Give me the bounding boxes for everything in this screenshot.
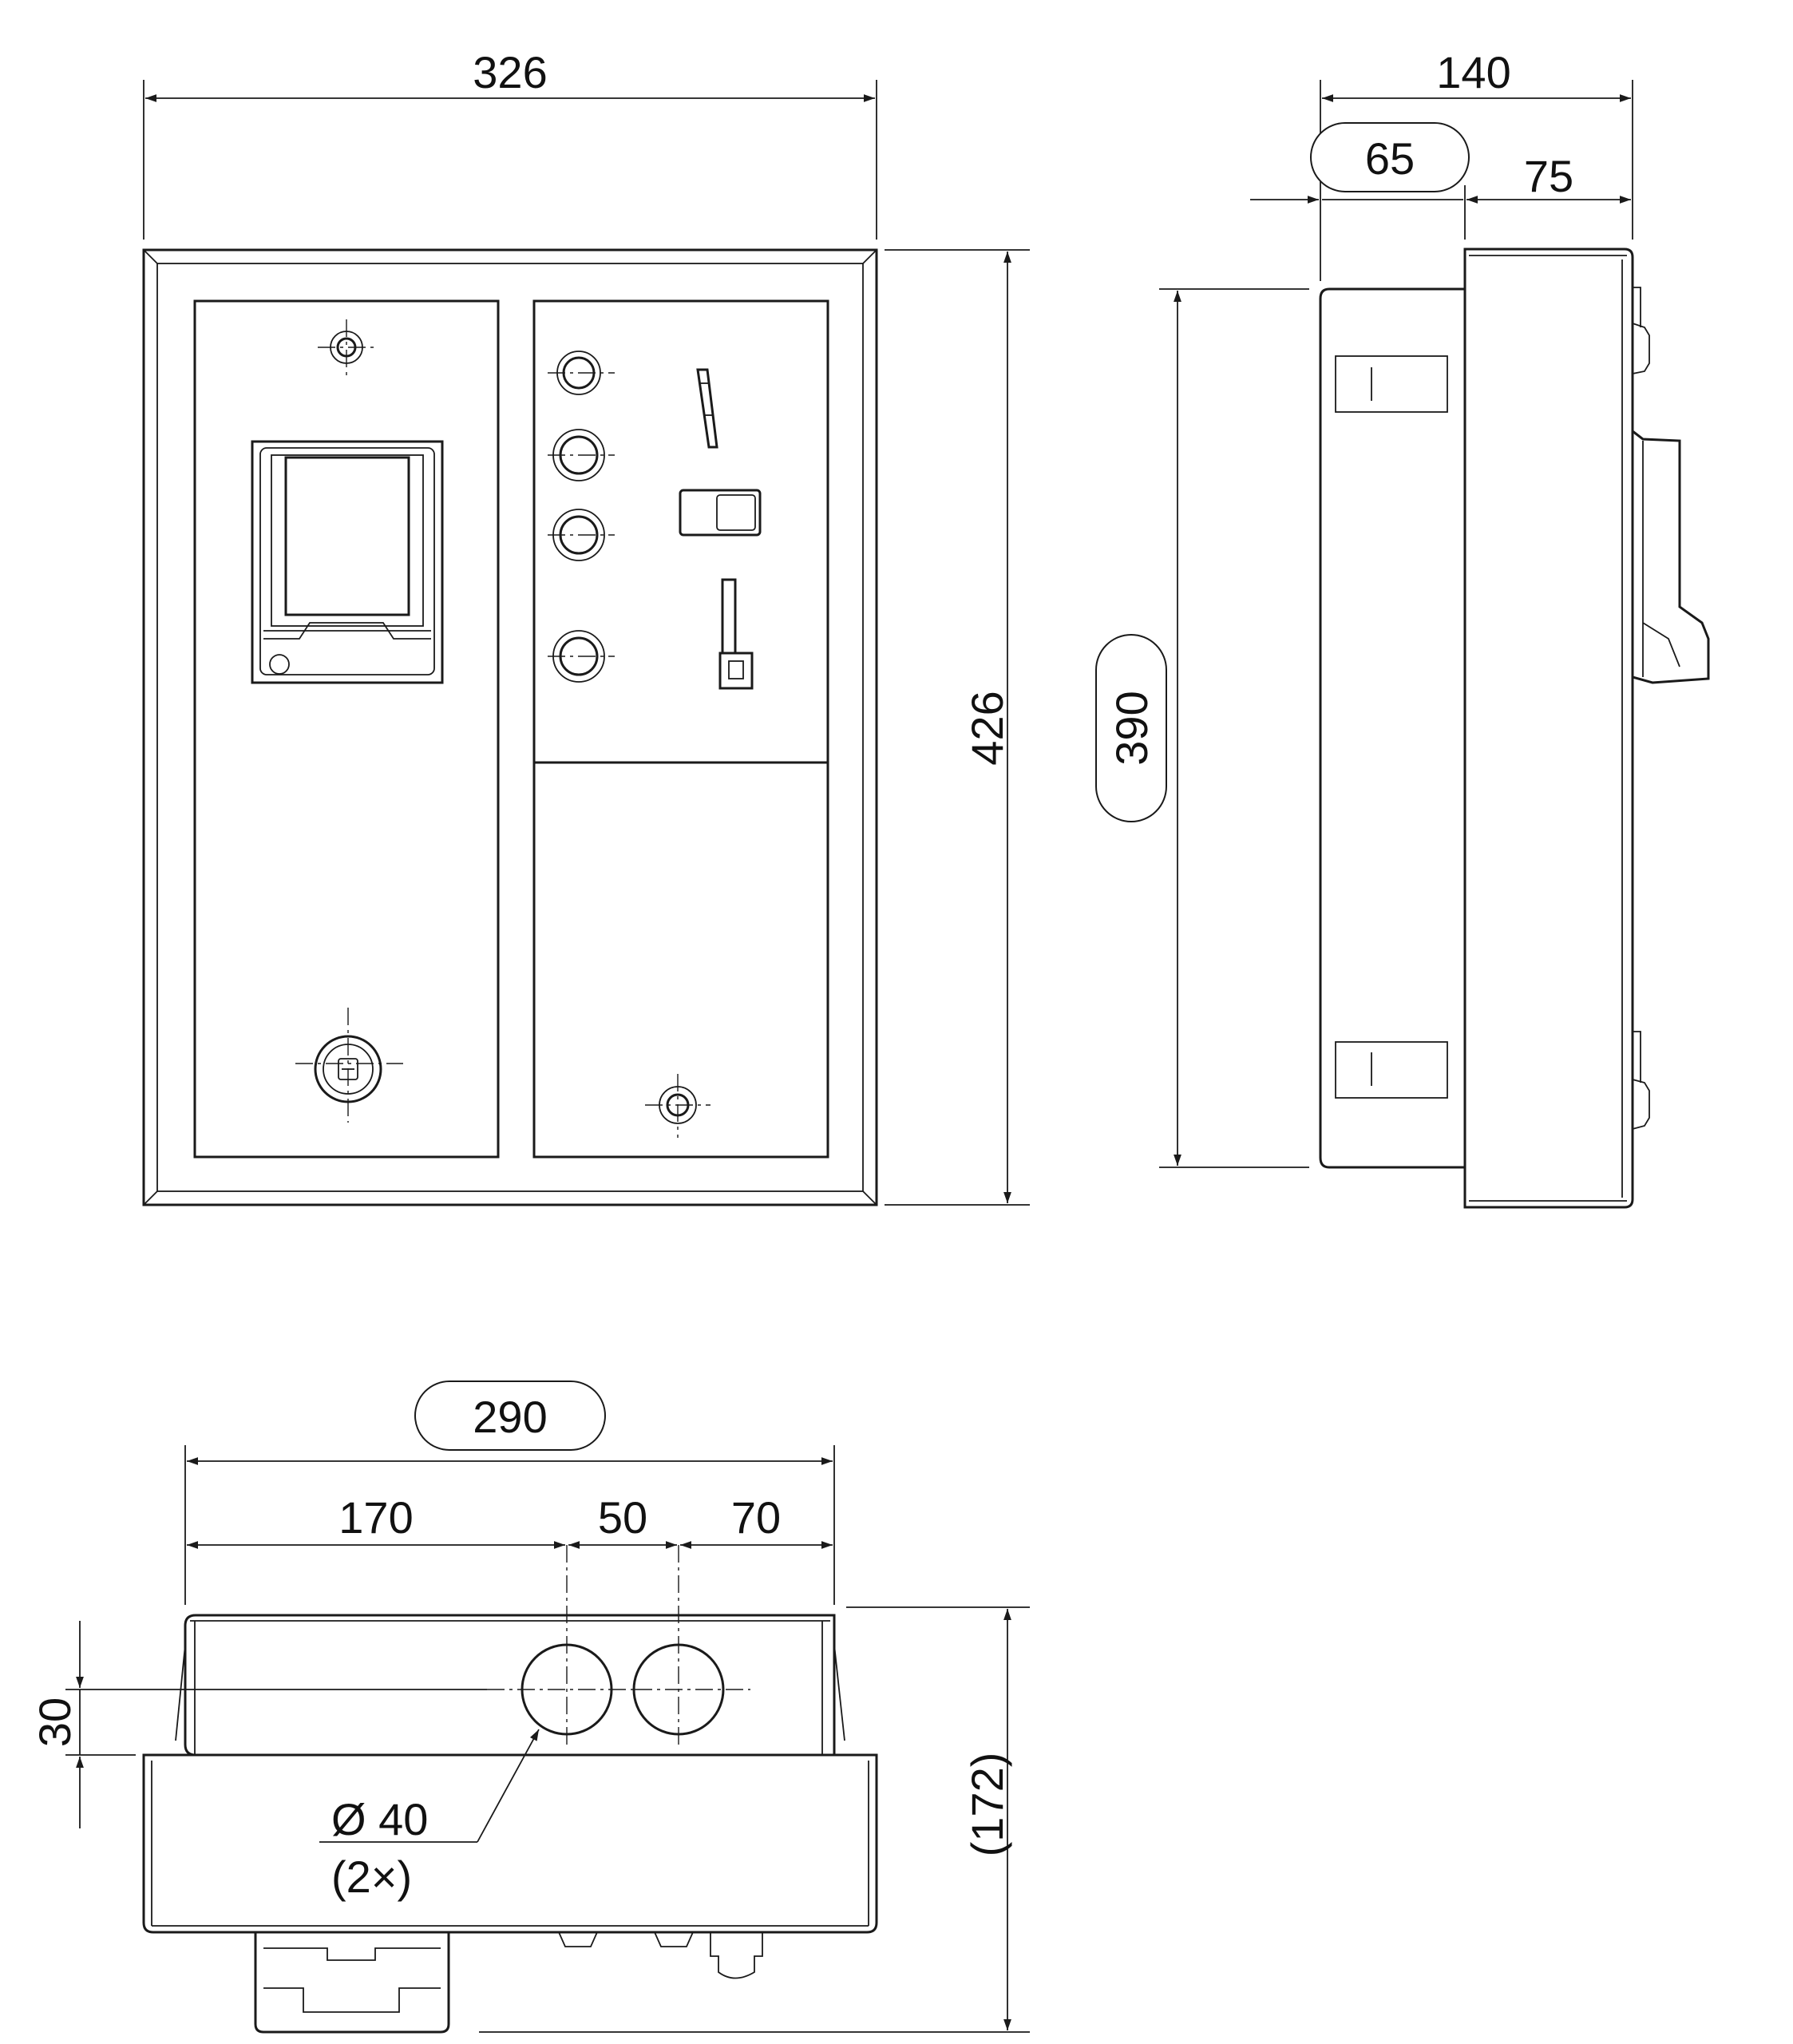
right-lower-panel bbox=[532, 761, 829, 1159]
dim-bottom-seg-3: 70 bbox=[731, 1492, 781, 1543]
meter-window bbox=[251, 440, 444, 684]
indicator-lamp-icon bbox=[548, 351, 615, 395]
dim-bottom-seg-2: 50 bbox=[598, 1492, 647, 1543]
cable-hole-icon bbox=[632, 1643, 750, 1736]
dim-bottom-hole-offset: 30 bbox=[30, 1697, 80, 1747]
side-view: 140 65 75 390 bbox=[1095, 47, 1710, 1209]
indicator-lamp-icon bbox=[548, 509, 615, 561]
dim-side-height: 390 bbox=[1106, 691, 1157, 765]
dim-side-rear-depth: 65 bbox=[1365, 133, 1415, 184]
indicator-lamp-icon bbox=[548, 429, 615, 481]
cable-hole-icon bbox=[487, 1643, 635, 1736]
key-lock-icon bbox=[295, 1008, 403, 1123]
dim-hole-diameter: Ø 40 bbox=[331, 1794, 428, 1844]
front-view: 326 426 bbox=[142, 47, 1030, 1206]
dim-hole-count: (2×) bbox=[331, 1852, 412, 1902]
dim-front-width: 326 bbox=[473, 47, 547, 97]
dim-side-depth: 140 bbox=[1436, 47, 1510, 97]
lever-switch-icon bbox=[718, 578, 754, 690]
dim-side-front-depth: 75 bbox=[1524, 151, 1573, 201]
toggle-switch-icon bbox=[696, 368, 718, 449]
dim-bottom-seg-1: 170 bbox=[338, 1492, 413, 1543]
rocker-switch-icon bbox=[679, 489, 762, 537]
dim-front-height: 426 bbox=[962, 691, 1012, 765]
left-door-panel bbox=[193, 299, 500, 1159]
dim-bottom-depth: (172) bbox=[962, 1753, 1012, 1857]
indicator-lamp-icon bbox=[548, 630, 615, 683]
bottom-view: 290 170 50 70 30 (172) Ø 40 (2×) bbox=[30, 1380, 1030, 2034]
dim-bottom-width: 290 bbox=[473, 1392, 547, 1442]
screw-icon bbox=[645, 1074, 710, 1138]
screw-icon bbox=[318, 319, 375, 377]
